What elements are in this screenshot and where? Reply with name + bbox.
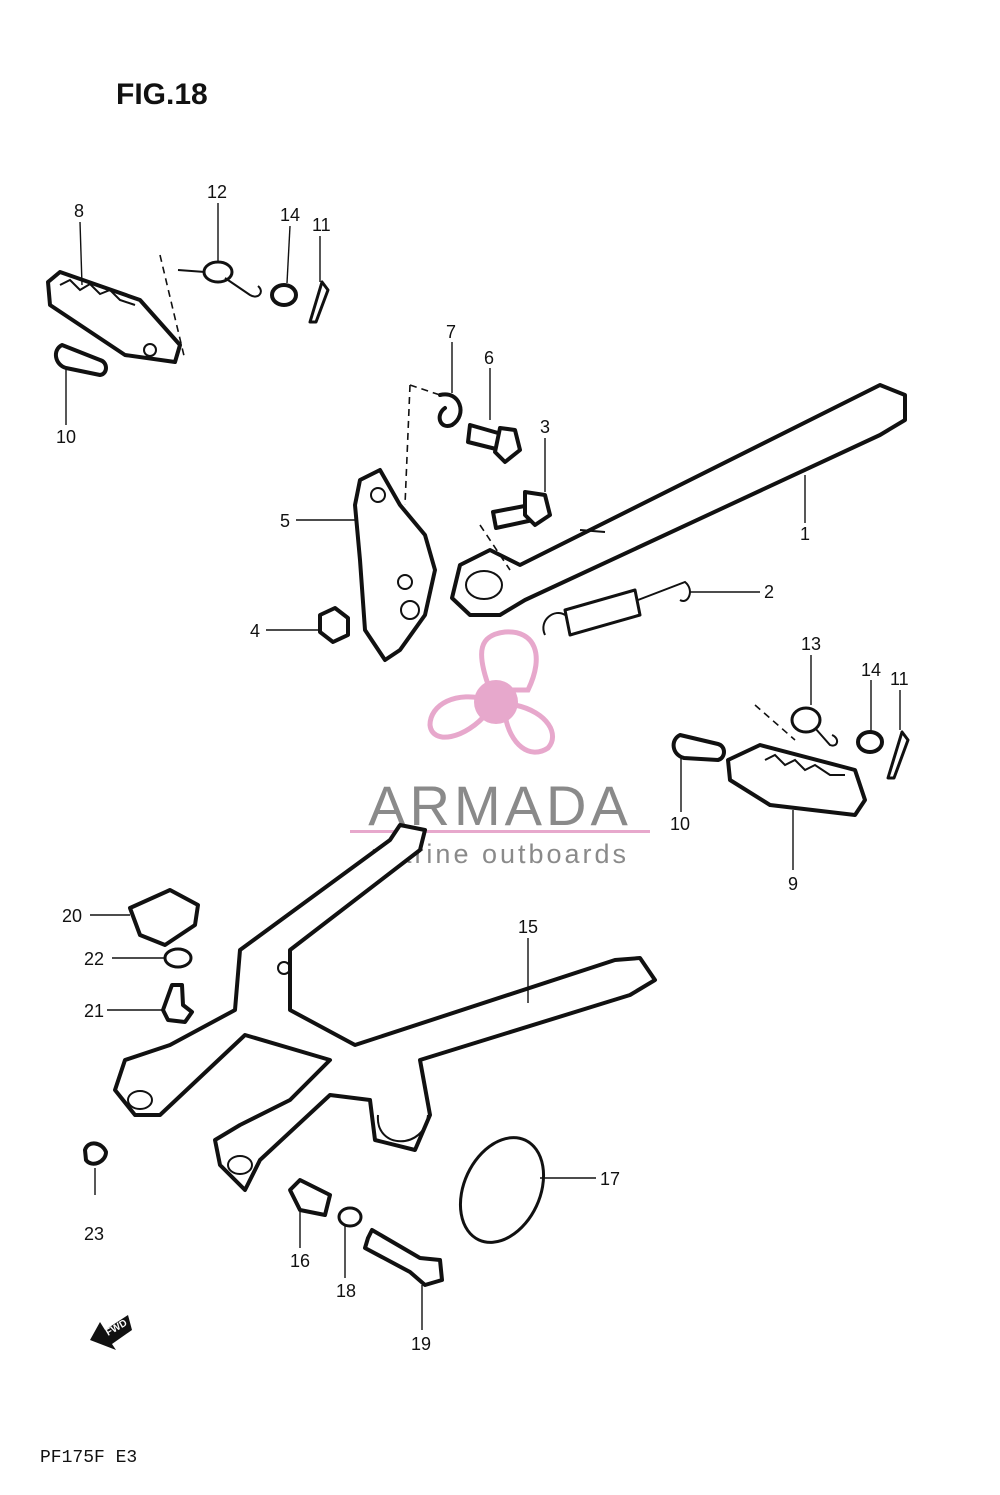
callout-16: 16: [290, 1251, 310, 1271]
center-stand-part: [113, 823, 657, 1192]
callout-11: 11: [312, 215, 331, 235]
right-pin-part: [671, 733, 726, 762]
callout-23: 23: [84, 1224, 104, 1244]
callout-12: 12: [207, 182, 227, 202]
callout-13: 13: [801, 634, 821, 654]
callout-9: 9: [788, 874, 798, 894]
pivot-bolt-part: [363, 1228, 444, 1287]
callout-15: 15: [518, 917, 538, 937]
nut-part: [318, 606, 350, 644]
right-cotter-pin-part: [886, 730, 910, 780]
clamp-washer-part: [163, 947, 193, 969]
figure-title: FIG.18: [116, 78, 208, 111]
model-code: PF175F E3: [40, 1448, 137, 1468]
callout-21: 21: [84, 1001, 104, 1021]
callout-10b: 10: [670, 814, 690, 834]
ring-part: [458, 1136, 546, 1244]
left-cotter-pin-part: [308, 280, 330, 324]
callout-18: 18: [336, 1281, 356, 1301]
propeller-icon: [427, 629, 555, 755]
callout-19: 19: [411, 1334, 431, 1354]
fwd-arrow-icon: FWD: [90, 1315, 132, 1350]
leader-lines: [65, 203, 901, 1330]
watermark-rule: [350, 830, 650, 833]
callout-2: 2: [764, 582, 774, 602]
callout-11b: 11: [890, 669, 909, 689]
callout-6: 6: [484, 348, 494, 368]
callout-22: 22: [84, 949, 104, 969]
clamp-bolt-part: [161, 983, 194, 1024]
left-footrest-part: [46, 254, 186, 364]
propeller-hub-icon: [474, 680, 518, 724]
collar-part: [288, 1178, 332, 1217]
callout-1: 1: [800, 524, 810, 544]
callout-20: 20: [62, 906, 82, 926]
callout-14: 14: [280, 205, 300, 225]
left-pin-part: [53, 343, 108, 377]
bracket-part: [353, 384, 441, 662]
callout-8: 8: [74, 201, 84, 221]
collar-washer-part: [337, 1206, 363, 1228]
callout-10: 10: [56, 427, 76, 447]
lock-washer-part: [437, 392, 463, 428]
callout-17: 17: [600, 1169, 620, 1189]
stand-spring-part: [542, 580, 691, 637]
callout-14b: 14: [861, 660, 881, 680]
bolt-6-part: [466, 423, 522, 464]
callout-5: 5: [280, 511, 290, 531]
callout-labels: 8 12 14 11 10 7 6 3 5 1 2 4 13 14 11 10 …: [56, 182, 909, 1354]
callout-4: 4: [250, 621, 260, 641]
left-spring-part: [177, 260, 262, 298]
callout-7: 7: [446, 322, 456, 342]
end-cap-part: [83, 1141, 108, 1166]
bolt-3-part: [491, 490, 552, 530]
left-washer-part: [270, 283, 298, 307]
right-footrest-part: [726, 704, 867, 817]
right-spring-part: [790, 706, 838, 747]
callout-3: 3: [540, 417, 550, 437]
clamp-part: [128, 888, 200, 947]
side-stand-part: [450, 383, 907, 617]
right-washer-part: [856, 730, 884, 754]
